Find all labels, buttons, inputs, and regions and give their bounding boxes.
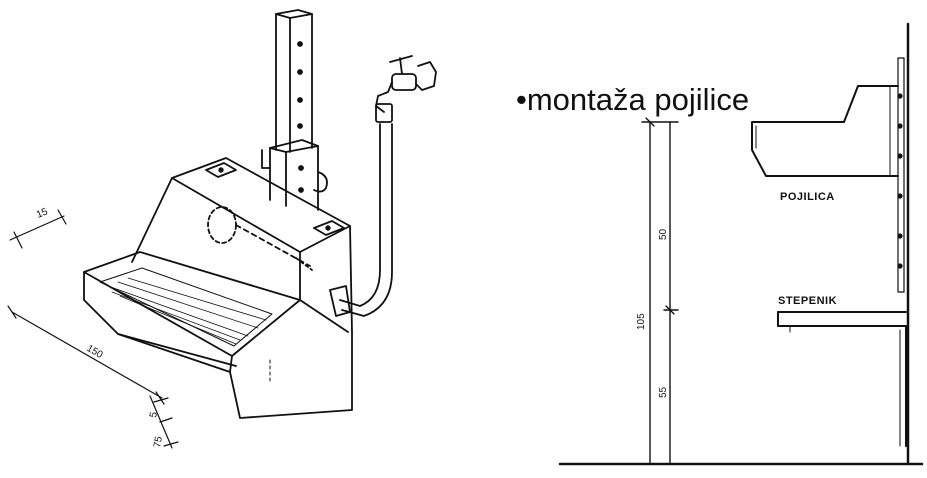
iso-length-dimension: 150 — [85, 343, 105, 361]
iso-top-dimension: 15 — [35, 206, 50, 221]
installation-elevation: •montaža pojilice POJILICA — [516, 22, 924, 466]
isometric-sketch: 15 150 5 75 — [7, 9, 437, 449]
step-profile — [777, 311, 907, 447]
iso-lower-dimension: 75 — [152, 435, 165, 448]
height-dimensions — [641, 117, 679, 465]
step-label: STEPENIK — [778, 295, 837, 307]
water-hose — [329, 123, 393, 317]
trough-body — [83, 157, 353, 419]
upper-height-dimension: 50 — [658, 228, 669, 240]
lower-height-dimension: 55 — [658, 386, 669, 398]
iso-upper-dimension: 5 — [148, 411, 160, 419]
iso-dimensions — [7, 209, 179, 449]
diagram-title: •montaža pojilice — [516, 82, 749, 117]
water-tap — [375, 55, 437, 123]
trough-profile — [751, 85, 903, 269]
mounting-post — [261, 9, 328, 211]
trough-label: POJILICA — [780, 191, 835, 203]
total-height-dimension: 105 — [636, 313, 647, 330]
